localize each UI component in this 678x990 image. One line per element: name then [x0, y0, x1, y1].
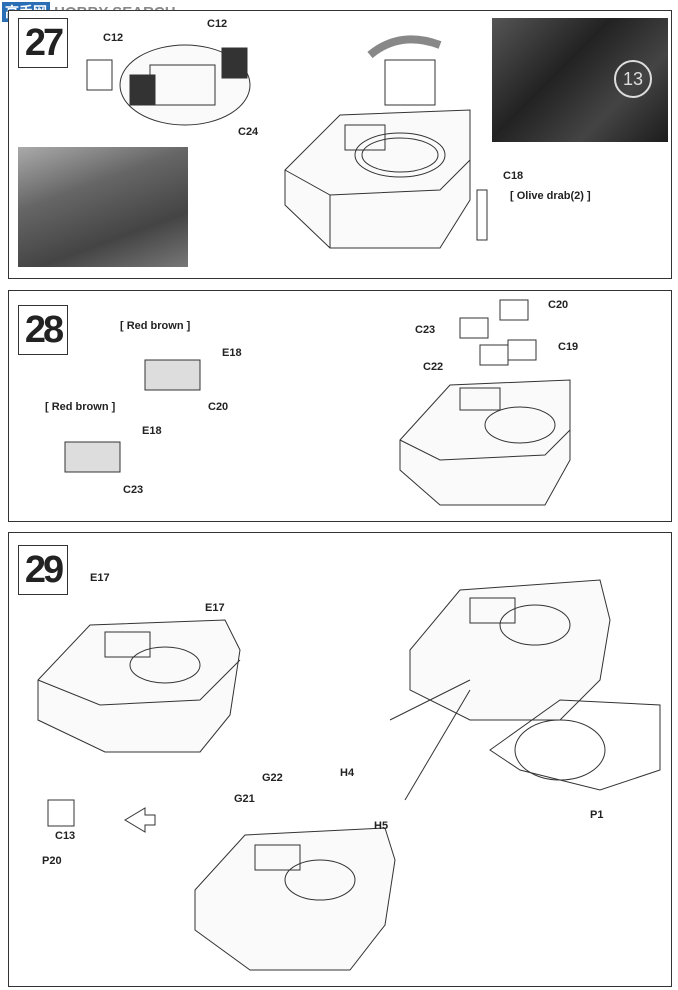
turret-drawing [399, 299, 571, 506]
turret-drawing [284, 35, 488, 249]
part-label: C23 [123, 484, 144, 496]
part-label: H4 [340, 767, 355, 779]
part-label: E17 [90, 572, 110, 584]
reference-photo: 13 [492, 18, 668, 142]
part-label: C18 [503, 170, 524, 182]
detail-box [47, 799, 75, 827]
paint-note: [ Red brown ] [45, 401, 116, 413]
periscope-drawing [64, 359, 201, 473]
part-label: P1 [590, 809, 604, 821]
part-label: G21 [234, 793, 255, 805]
part-label: P20 [42, 855, 62, 867]
part-label: C22 [423, 361, 444, 373]
arrow-icon [124, 807, 156, 833]
step-number: 27 [18, 18, 68, 68]
part-label: C20 [208, 401, 229, 413]
photo-marking: 13 [614, 60, 652, 98]
step-number: 29 [18, 545, 68, 595]
part-label: H5 [374, 820, 389, 832]
part-label: C12 [207, 18, 228, 30]
part-label: C20 [548, 299, 569, 311]
part-label: E17 [205, 602, 225, 614]
part-label: E18 [142, 425, 162, 437]
hatch-ring-drawing [86, 44, 251, 126]
part-label: C24 [238, 126, 259, 138]
paint-note: [ Olive drab(2) ] [510, 190, 591, 202]
part-label: C13 [55, 830, 76, 842]
part-label: C19 [558, 341, 579, 353]
turret-drawing [194, 827, 396, 971]
part-label: C23 [415, 324, 436, 336]
reference-photo [18, 147, 188, 267]
part-label: C12 [103, 32, 124, 44]
turret-drawing [37, 619, 241, 753]
step-number: 28 [18, 305, 68, 355]
paint-note: [ Red brown ] [120, 320, 191, 332]
part-label: E18 [222, 347, 242, 359]
part-label: G22 [262, 772, 283, 784]
turret-drawing [389, 579, 661, 801]
